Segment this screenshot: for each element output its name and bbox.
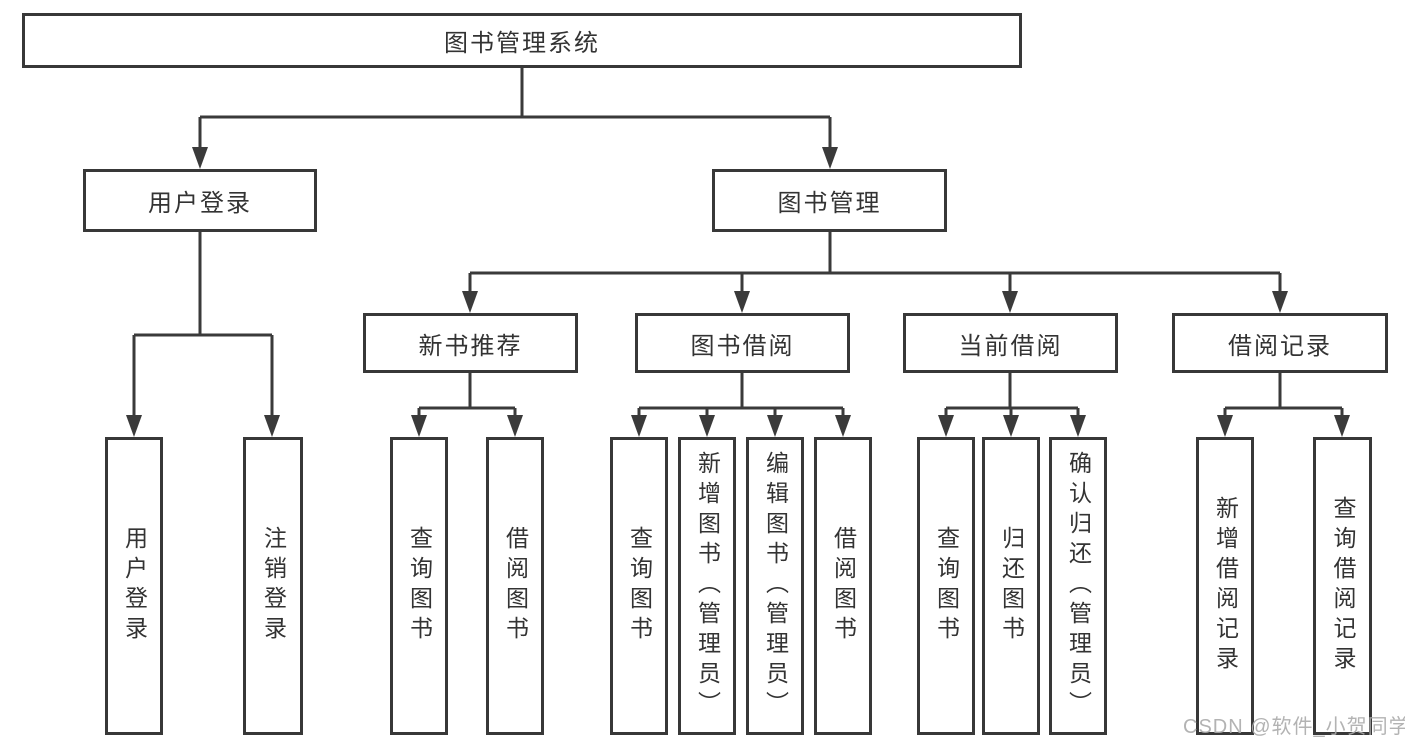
node-label: 当前借阅 [958, 332, 1063, 360]
leaf-query-borrow-record: 查询借阅记录 [1313, 437, 1372, 735]
leaf-user-login: 用户登录 [105, 437, 163, 735]
node-label: 用户登录 [148, 190, 252, 217]
arrowhead-icons [126, 147, 1350, 437]
node-current-borrowing: 当前借阅 [903, 313, 1118, 373]
node-label: 图书管理系统 [444, 30, 600, 57]
leaf-add-borrow-record: 新增借阅记录 [1196, 437, 1254, 735]
csdn-watermark: CSDN @软件_小贺同学 [1183, 716, 1405, 738]
node-label: 归还图书 [998, 526, 1025, 646]
node-label: 确认归还（管理员） [1065, 451, 1092, 721]
node-label: 新书推荐 [418, 332, 523, 360]
node-label: 编辑图书（管理员） [762, 451, 789, 721]
node-new-book-recommend: 新书推荐 [363, 313, 578, 373]
node-label: 图书借阅 [690, 332, 795, 360]
node-label: 用户登录 [121, 526, 148, 646]
leaf-logout: 注销登录 [243, 437, 303, 735]
leaf-confirm-return-admin: 确认归还（管理员） [1049, 437, 1107, 735]
node-label: 查询图书 [626, 526, 653, 646]
node-label: 新增图书（管理员） [694, 451, 721, 721]
node-label: 查询图书 [406, 526, 433, 646]
leaf-query-books: 查询图书 [610, 437, 668, 735]
node-label: 借阅图书 [830, 526, 857, 646]
node-root-system: 图书管理系统 [22, 13, 1022, 68]
node-label: 新增借阅记录 [1212, 496, 1239, 676]
node-borrowing-records: 借阅记录 [1172, 313, 1388, 373]
node-label: 查询图书 [933, 526, 960, 646]
node-label: 借阅记录 [1228, 332, 1332, 360]
leaf-query-books: 查询图书 [917, 437, 975, 735]
node-label: 图书管理 [777, 190, 882, 217]
leaf-borrow-books: 借阅图书 [486, 437, 544, 735]
tree-edges [132, 68, 1344, 418]
node-label: 借阅图书 [502, 526, 529, 646]
node-label: 查询借阅记录 [1330, 496, 1356, 676]
node-user-login: 用户登录 [83, 169, 317, 232]
leaf-edit-books-admin: 编辑图书（管理员） [746, 437, 804, 735]
leaf-borrow-books: 借阅图书 [814, 437, 872, 735]
node-label: 注销登录 [260, 526, 287, 646]
node-book-borrowing: 图书借阅 [635, 313, 850, 373]
leaf-add-books-admin: 新增图书（管理员） [678, 437, 736, 735]
leaf-query-books: 查询图书 [390, 437, 448, 735]
leaf-return-books: 归还图书 [982, 437, 1040, 735]
node-book-management: 图书管理 [712, 169, 947, 232]
